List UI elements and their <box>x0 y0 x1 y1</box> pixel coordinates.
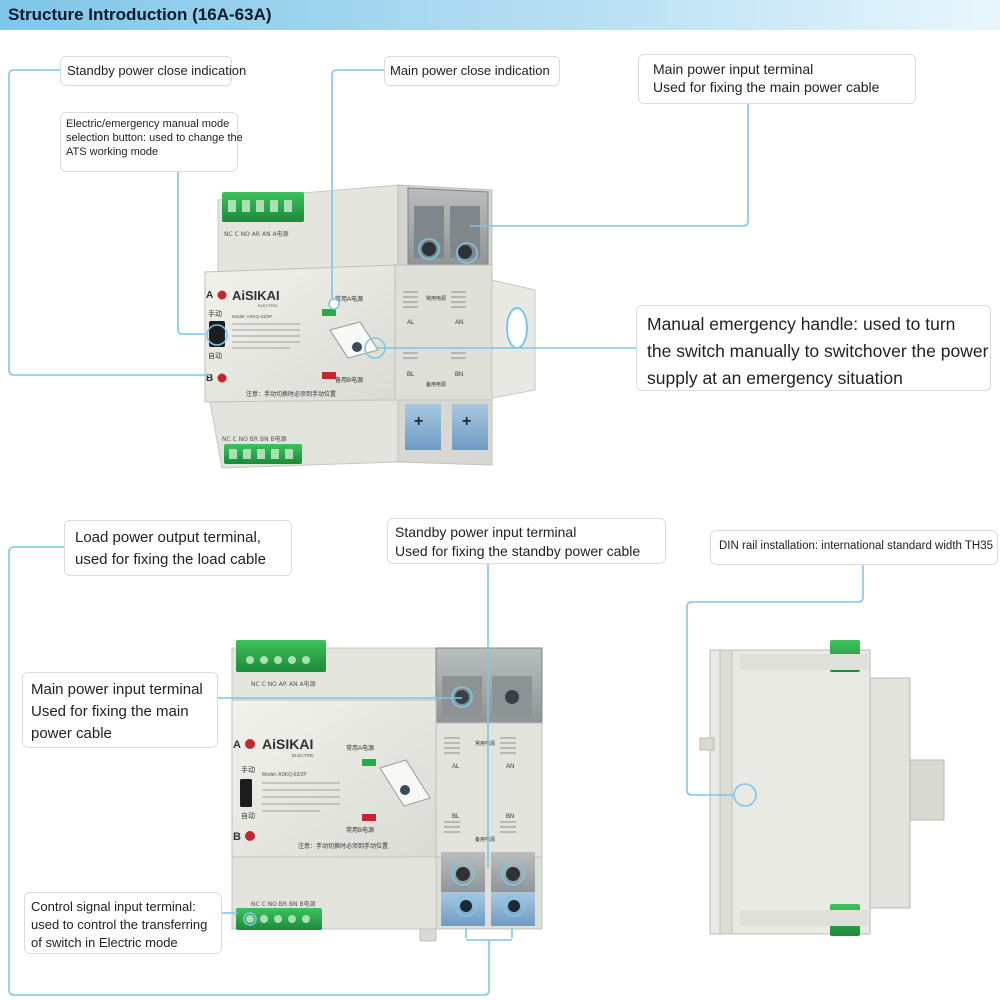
callout-load-output-terminal: Load power output terminal, used for fix… <box>64 520 292 576</box>
top-main-power-cn: 常用电源 <box>426 295 446 302</box>
bl-note-cn: 注意：手动切换时必须到手动位置 <box>298 842 388 850</box>
section-header: Structure Introduction (16A-63A) <box>0 0 1000 30</box>
callout-line: Main power input terminal <box>31 681 203 698</box>
bl-label-b: B <box>233 831 241 843</box>
callout-din-rail: DIN rail installation: international sta… <box>710 530 998 565</box>
bl-auto-cn: 自动 <box>241 811 255 820</box>
callout-line: ATS working mode <box>66 145 159 158</box>
callout-line: supply at an emergency situation <box>647 368 903 388</box>
callout-standby-close-indication: Standby power close indication <box>60 56 247 86</box>
callout-line: Used for fixing the standby power cable <box>395 543 641 559</box>
bl-standby-power-cn: 备用电源 <box>475 836 495 843</box>
callout-standby-input-terminal: Standby power input terminal Used for fi… <box>387 518 666 564</box>
top-label-b: B <box>206 373 213 384</box>
svg-text:+: + <box>462 413 471 430</box>
callout-line: selection button: used to change the <box>66 131 243 144</box>
bl-top-terminal-labels: NC C NO AR AN A电源 <box>251 680 316 688</box>
top-brand-sub: ELECTRIC <box>258 303 278 308</box>
callout-line: Main power input terminal <box>653 61 814 77</box>
callout-line: Control signal input terminal: <box>31 899 196 914</box>
callout-line: DIN rail installation: international sta… <box>719 540 994 552</box>
bl-brand: AiSIKAI <box>262 736 313 752</box>
callout-line: power cable <box>31 725 112 742</box>
bl-model: Model: ASKQ-63/2P <box>262 772 307 778</box>
top-device: NC C NO AR AN A电源 A B AiSIKAI ELECTRIC M… <box>204 184 536 469</box>
top-auto-cn: 自动 <box>208 351 222 360</box>
top-standby-power-cn: 备用电源 <box>426 381 446 388</box>
bl-manual-cn: 手动 <box>241 765 255 774</box>
callout-control-signal-terminal: Control signal input terminal: used to c… <box>24 892 222 954</box>
bottom-device: NC C NO AR AN A电源 A B AiSIKAI ELECTRIC M… <box>231 640 543 942</box>
top-note-cn: 注意：手动切换时必须到手动位置 <box>246 390 336 398</box>
callout-line: used for fixing the load cable <box>75 551 266 568</box>
top-model: Model: ASKQ-63/2P <box>232 314 272 319</box>
bl-al: AL <box>452 764 460 770</box>
top-brand: AiSIKAI <box>232 288 280 303</box>
bl-bl: BL <box>452 814 460 820</box>
top-standby-cn: 备用B电源 <box>335 376 363 384</box>
side-device <box>699 640 945 936</box>
side-leader-line <box>686 565 864 807</box>
callout-main-input-terminal-top: Main power input terminal Used for fixin… <box>638 54 916 104</box>
callout-line: Standby power close indication <box>67 63 247 78</box>
callout-main-close-indication: Main power close indication <box>384 56 560 86</box>
callout-line: Load power output terminal, <box>75 529 261 546</box>
callout-line: Main power close indication <box>390 63 550 78</box>
top-bottom-terminal-labels: NC C NO BR BN B电源 <box>222 435 287 443</box>
callout-line: the switch manually to switchover the po… <box>647 341 989 361</box>
bl-standby-cn: 常用B电源 <box>346 826 374 834</box>
callout-line: Used for fixing the main <box>31 703 189 720</box>
bl-main-power-cn: 常用电源 <box>475 740 495 747</box>
top-bl: BL <box>407 372 415 378</box>
svg-text:+: + <box>414 413 423 430</box>
callout-line: Standby power input terminal <box>395 524 577 540</box>
callout-mode-selection-button: Electric/emergency manual mode selection… <box>60 112 243 172</box>
callout-main-input-terminal-bottom: Main power input terminal Used for fixin… <box>22 672 218 748</box>
callout-line: Used for fixing the main power cable <box>653 78 880 95</box>
top-an: AN <box>455 320 463 326</box>
callout-line: Manual emergency handle: used to turn <box>647 314 956 334</box>
section-title: Structure Introduction (16A-63A) <box>8 5 272 24</box>
bl-main-cn: 常用A电源 <box>346 744 374 752</box>
bl-an: AN <box>506 764 514 770</box>
top-main-cn: 常用A电源 <box>335 295 363 303</box>
bl-label-a: A <box>233 739 241 751</box>
top-al: AL <box>407 320 415 326</box>
callout-line: of switch in Electric mode <box>31 935 178 950</box>
top-leader-lines <box>8 69 749 376</box>
callout-line: used to control the transferring <box>31 917 208 932</box>
top-bn: BN <box>455 372 463 378</box>
callout-line: Electric/emergency manual mode <box>66 118 230 130</box>
bl-bottom-terminal-labels: NC C NO BR BN B电源 <box>251 900 316 908</box>
top-manual-cn: 手动 <box>208 309 222 318</box>
bottom-leader-lines <box>8 546 525 996</box>
top-label-a: A <box>206 290 213 301</box>
top-terminal-labels: NC C NO AR AN A电源 <box>224 230 289 238</box>
callout-manual-handle: Manual emergency handle: used to turn th… <box>636 305 991 391</box>
bl-brand-sub: ELECTRIC <box>292 753 315 758</box>
bl-bn: BN <box>506 814 514 820</box>
